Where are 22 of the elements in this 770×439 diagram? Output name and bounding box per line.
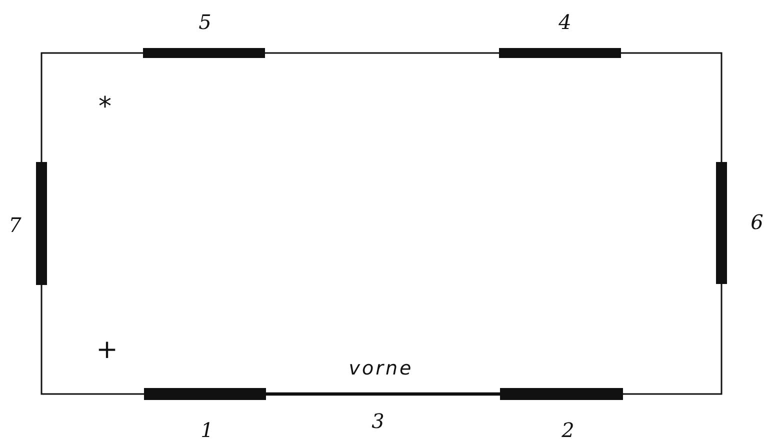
bar-number: 6 — [750, 212, 764, 232]
bar-number: 1 — [200, 420, 214, 439]
plus-mark: + — [96, 337, 118, 363]
wire — [621, 52, 722, 162]
resistor-bar — [716, 162, 727, 284]
wire — [266, 392, 500, 396]
resistor-bar — [499, 48, 621, 58]
wire-number: 3 — [372, 411, 384, 431]
star-mark: * — [98, 94, 112, 120]
resistor-bar — [500, 388, 623, 400]
wire — [40, 52, 143, 162]
resistor-bar — [143, 48, 265, 58]
bar-number: 5 — [198, 12, 212, 32]
bar-number: 7 — [8, 215, 22, 235]
wire — [265, 52, 499, 54]
wire — [623, 284, 722, 395]
bar-number: 4 — [558, 12, 572, 32]
bar-number: 2 — [562, 420, 574, 439]
direction-label: vorne — [348, 360, 414, 378]
resistor-bar — [144, 388, 266, 400]
wire — [40, 285, 144, 395]
resistor-bar — [36, 162, 47, 285]
